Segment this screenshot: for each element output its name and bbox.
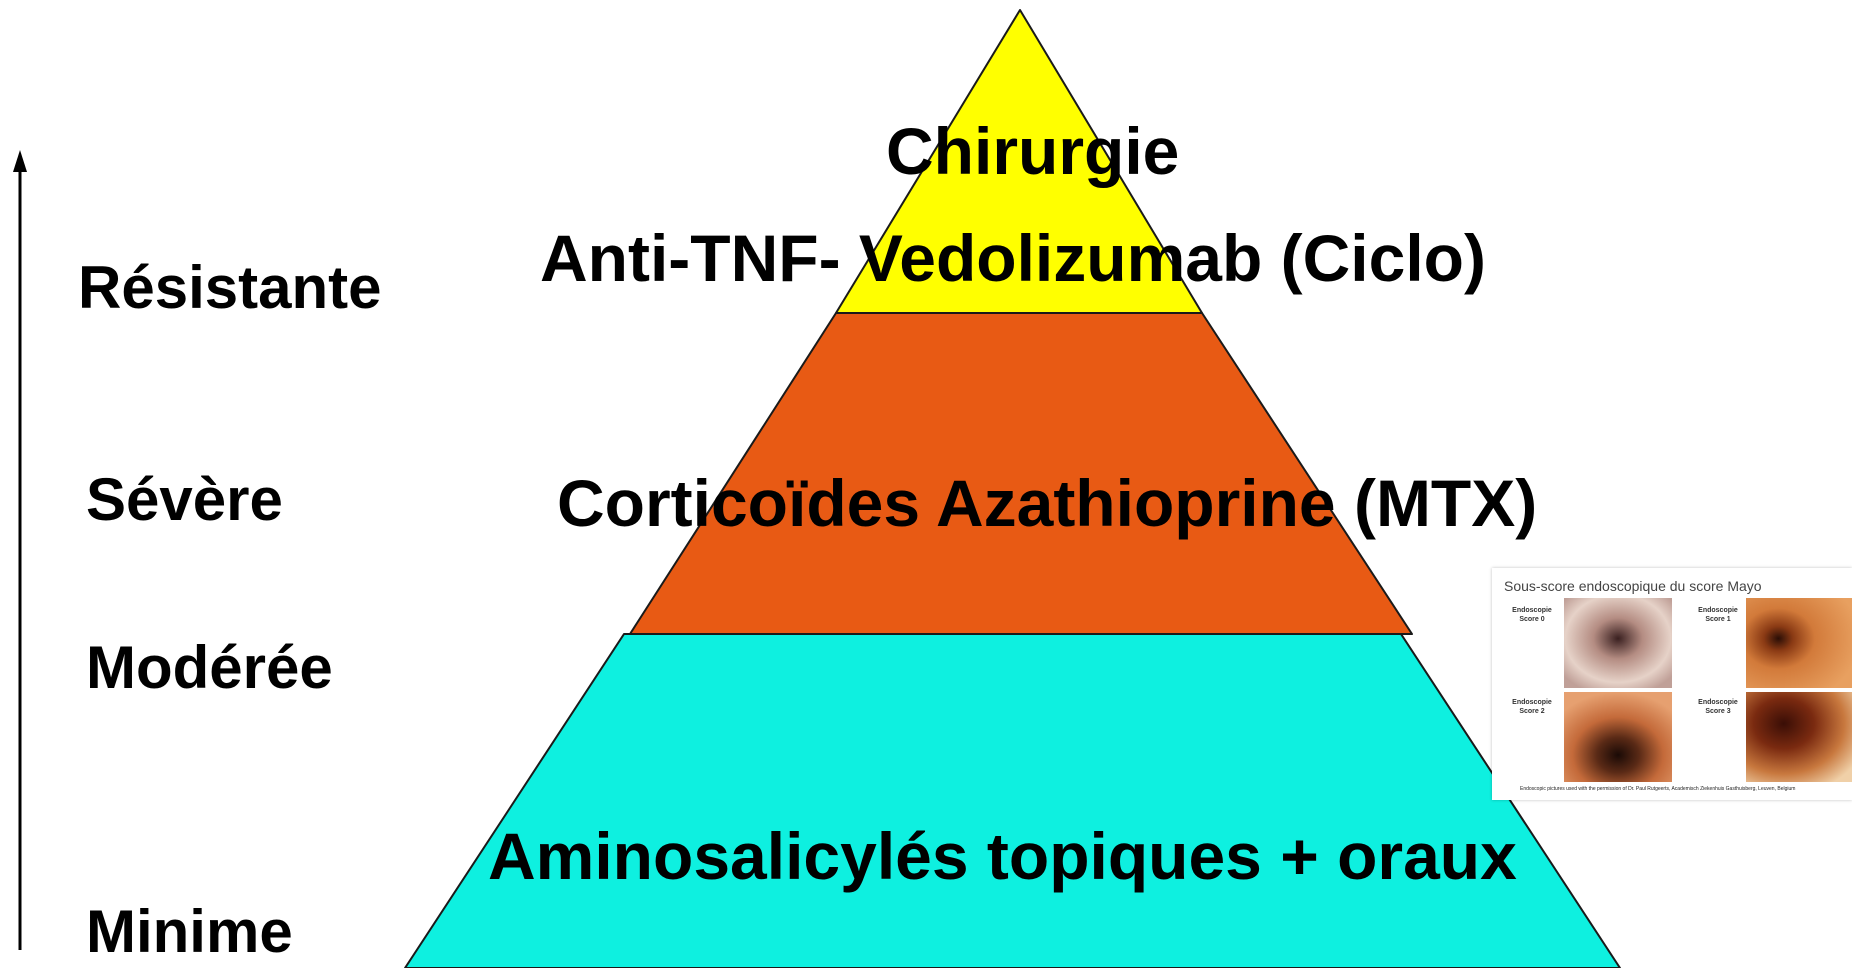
severity-label-minime: Minime	[86, 898, 293, 965]
inset-cell-label-line2: Score 0	[1519, 616, 1545, 624]
inset-cell-label-line2: Score 2	[1519, 708, 1545, 716]
therapy-label-chirurgie: Chirurgie	[886, 114, 1180, 188]
inset-cell-label: Endoscopie Score 2	[1502, 698, 1562, 716]
inset-cell-label-line1: Endoscopie	[1512, 607, 1552, 614]
inset-cell-label-line2: Score 1	[1705, 616, 1731, 624]
endoscopy-photo-score-0	[1564, 598, 1672, 688]
severity-label-resistante: Résistante	[78, 254, 382, 321]
endoscopy-photo-score-3	[1746, 692, 1852, 782]
inset-cell-label-line2: Score 3	[1705, 708, 1731, 716]
inset-cell-label: Endoscopie Score 1	[1688, 606, 1748, 624]
inset-cell-label-line1: Endoscopie	[1698, 699, 1738, 706]
pyramid-tier-top	[835, 9, 1203, 314]
inset-title: Sous-score endoscopique du score Mayo	[1504, 578, 1762, 594]
inset-caption: Endoscopic pictures used with the permis…	[1520, 786, 1796, 792]
inset-cell-label-line1: Endoscopie	[1698, 607, 1738, 614]
endoscopy-photo-score-1	[1746, 598, 1852, 688]
therapy-label-anti-tnf: Anti-TNF- Vedolizumab (Ciclo)	[540, 221, 1486, 295]
endoscopy-photo-score-2	[1564, 692, 1672, 782]
severity-label-moderee: Modérée	[86, 634, 333, 701]
therapy-label-aminosalicyles: Aminosalicylés topiques + oraux	[488, 819, 1517, 893]
severity-label-severe: Sévère	[86, 466, 283, 533]
pyramid-tier-bottom	[404, 633, 1621, 968]
severity-arrow-head	[13, 150, 27, 172]
mayo-score-inset: Sous-score endoscopique du score Mayo En…	[1492, 568, 1852, 800]
therapy-label-corticoides: Corticoïdes Azathioprine (MTX)	[557, 466, 1538, 540]
inset-cell-label: Endoscopie Score 0	[1502, 606, 1562, 624]
inset-cell-label-line1: Endoscopie	[1512, 699, 1552, 706]
inset-cell-label: Endoscopie Score 3	[1688, 698, 1748, 716]
